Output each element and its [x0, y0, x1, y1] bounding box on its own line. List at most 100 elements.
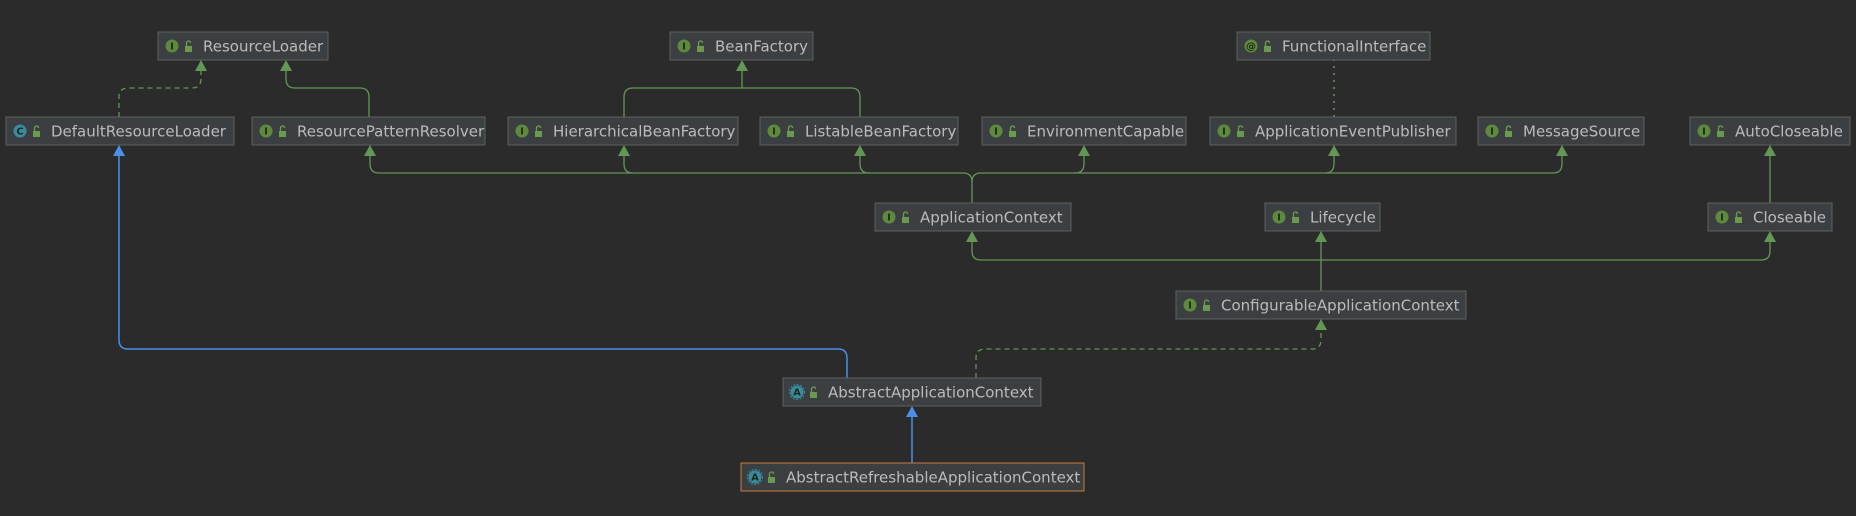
lock-icon: [185, 40, 192, 52]
node-label: Closeable: [1753, 209, 1826, 227]
node-box: [1689, 116, 1851, 146]
arrowhead-abstractapplicationcontext: [906, 406, 918, 417]
svg-text:I: I: [994, 127, 998, 138]
lock-icon: [1292, 211, 1299, 223]
interface-icon: I: [259, 124, 273, 138]
arrowhead-defaultresourceloader: [113, 145, 125, 156]
node-label: ResourcePatternResolver: [297, 123, 485, 141]
edge-applicationcontext-bus-right: [971, 156, 1563, 183]
svg-text:C: C: [16, 127, 23, 138]
arrowhead-beanfactory: [736, 60, 748, 71]
arrowhead-applicationcontext-parent-2: [854, 145, 866, 156]
svg-text:I: I: [520, 127, 524, 138]
node-label: EnvironmentCapable: [1027, 123, 1184, 141]
node-label: AbstractApplicationContext: [828, 384, 1034, 402]
arrowhead-applicationcontext-parent-1: [618, 145, 630, 156]
class-icon: C: [13, 124, 27, 138]
arrowhead-applicationcontext-parent-4: [1328, 145, 1340, 156]
node-label: ResourceLoader: [203, 38, 324, 56]
node-hierarchical-bean-factory[interactable]: I HierarchicalBeanFactory: [507, 116, 739, 146]
edge-applicationcontext-branch-3: [1074, 156, 1085, 174]
svg-text:I: I: [682, 42, 686, 53]
lock-icon: [1717, 125, 1724, 137]
node-abstract-application-context[interactable]: A AbstractApplicationContext: [782, 377, 1042, 407]
node-abstract-refreshable-application-context[interactable]: A AbstractRefreshableApplicationContext: [740, 462, 1085, 492]
svg-text:I: I: [1277, 213, 1281, 224]
arrowhead-applicationcontext: [966, 231, 978, 242]
interface-icon: I: [1183, 298, 1197, 312]
svg-text:A: A: [793, 388, 801, 399]
edge-abstractapplicationcontext-defaultresourceloader: [118, 156, 848, 378]
svg-text:I: I: [170, 42, 174, 53]
edge-configurable-closeable: [1321, 242, 1771, 261]
lock-icon: [1237, 125, 1244, 137]
lock-icon: [279, 125, 286, 137]
edge-abstractapplicationcontext-configurable: [975, 330, 1322, 378]
abstract-class-icon: A: [789, 384, 805, 400]
interface-icon: I: [989, 124, 1003, 138]
edge-applicationcontext-branch-4: [1324, 156, 1335, 174]
edges-layer: [113, 60, 1776, 463]
lock-icon: [810, 386, 817, 398]
edge-applicationcontext-branch-1: [623, 156, 634, 174]
node-application-event-publisher[interactable]: I ApplicationEventPublisher: [1209, 116, 1457, 146]
node-label: ApplicationEventPublisher: [1255, 123, 1451, 141]
lock-icon: [535, 125, 542, 137]
interface-icon: I: [1217, 124, 1231, 138]
arrowhead-closeable: [1764, 231, 1776, 242]
svg-text:I: I: [1222, 127, 1226, 138]
edge-defaultresourceloader-resourceloader: [118, 71, 202, 117]
svg-text:A: A: [751, 473, 759, 484]
node-functional-interface[interactable]: @ FunctionalInterface: [1236, 31, 1431, 61]
lock-icon: [902, 211, 909, 223]
interface-icon: I: [767, 124, 781, 138]
lock-icon: [787, 125, 794, 137]
interface-icon: I: [515, 124, 529, 138]
edge-configurable-applicationcontext: [971, 242, 1321, 261]
interface-icon: I: [1715, 210, 1729, 224]
arrowhead-resourceloader-2: [280, 60, 292, 71]
node-label: BeanFactory: [715, 38, 808, 56]
arrowhead-lifecycle: [1315, 231, 1327, 242]
arrowhead-applicationcontext-parent-5: [1556, 145, 1568, 156]
edge-beanfactory-children: [623, 87, 861, 117]
node-configurable-application-context[interactable]: I ConfigurableApplicationContext: [1175, 290, 1467, 320]
lock-icon: [1264, 40, 1271, 52]
svg-text:I: I: [1188, 301, 1192, 312]
node-resource-loader[interactable]: I ResourceLoader: [157, 31, 329, 61]
svg-text:I: I: [264, 127, 268, 138]
node-bean-factory[interactable]: I BeanFactory: [669, 31, 814, 61]
edge-resourcepatternresolver-resourceloader: [285, 71, 370, 117]
node-closeable[interactable]: I Closeable: [1707, 202, 1833, 232]
edge-applicationcontext-branch-2: [859, 156, 870, 174]
arrowhead-autocloseable: [1764, 145, 1776, 156]
svg-text:I: I: [1490, 127, 1494, 138]
node-label: ConfigurableApplicationContext: [1221, 297, 1460, 315]
node-resource-pattern-resolver[interactable]: I ResourcePatternResolver: [251, 116, 486, 146]
svg-text:@: @: [1246, 42, 1256, 53]
node-label: AbstractRefreshableApplicationContext: [786, 469, 1080, 487]
interface-icon: I: [1697, 124, 1711, 138]
lock-icon: [33, 125, 40, 137]
lock-icon: [1203, 299, 1210, 311]
node-box: [1209, 116, 1457, 146]
node-label: HierarchicalBeanFactory: [553, 123, 736, 141]
node-box: [5, 116, 235, 146]
interface-icon: I: [165, 39, 179, 53]
node-environment-capable[interactable]: I EnvironmentCapable: [981, 116, 1187, 146]
node-label: FunctionalInterface: [1282, 38, 1426, 56]
interface-icon: I: [1485, 124, 1499, 138]
node-box: [1707, 202, 1833, 232]
interface-icon: I: [1272, 210, 1286, 224]
svg-text:I: I: [772, 127, 776, 138]
svg-text:I: I: [1702, 127, 1706, 138]
node-box: [669, 31, 814, 61]
